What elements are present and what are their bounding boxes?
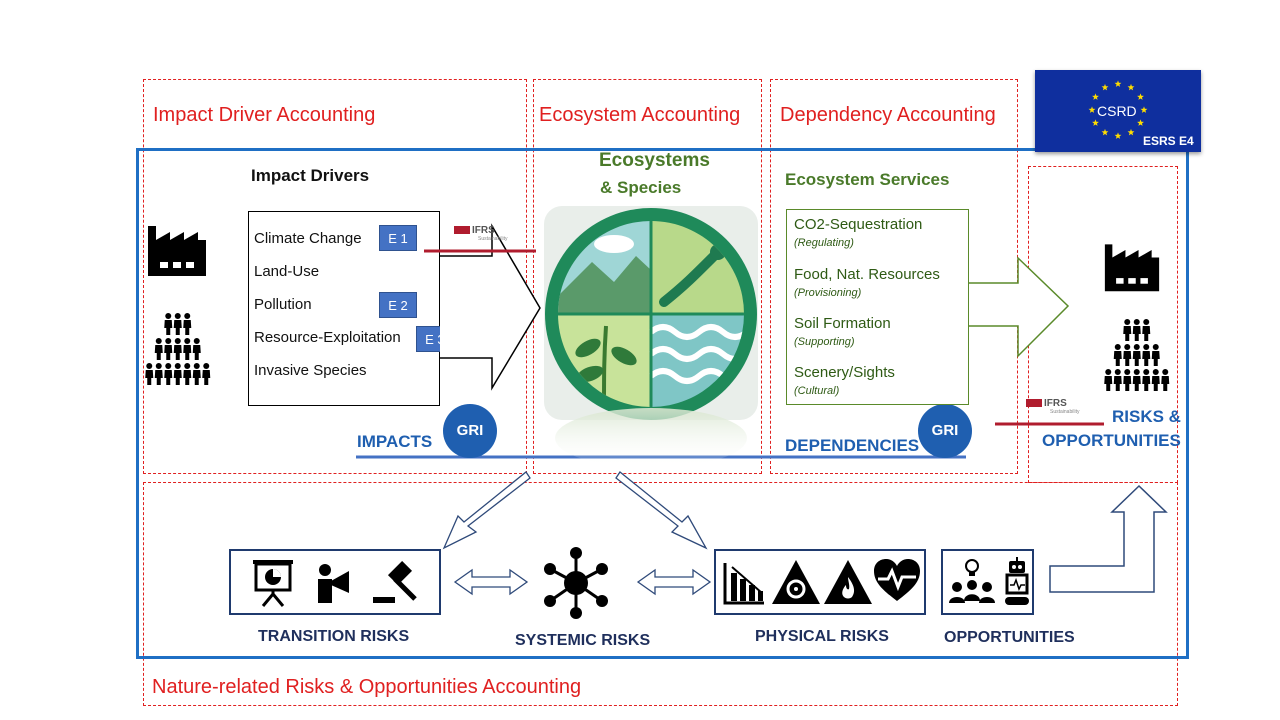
systemic-risks-label: SYSTEMIC RISKS bbox=[515, 632, 651, 649]
physical-risks-label: PHYSICAL RISKS bbox=[755, 628, 889, 645]
service-cultural: (Cultural) bbox=[794, 385, 840, 397]
e1-badge: E 1 bbox=[379, 225, 417, 251]
presentation-icon bbox=[253, 560, 293, 607]
transition-risks-box bbox=[229, 549, 441, 615]
megaphone-icon bbox=[318, 564, 349, 603]
opportunities-label: OPPORTUNITIES bbox=[944, 629, 1075, 646]
dependencies-label: DEPENDENCIES bbox=[785, 436, 920, 455]
ifrs-label-left: IFRS bbox=[472, 225, 495, 236]
service-co2-sequestration: CO2-Sequestration bbox=[794, 216, 923, 233]
eu-stars-icon bbox=[1088, 80, 1148, 139]
physical-risks-box bbox=[714, 549, 926, 615]
ecosystems-title-line1: Ecosystems bbox=[599, 150, 710, 171]
driver-resource-exploitation: Resource-Exploitation bbox=[254, 329, 401, 346]
opportunities-box bbox=[941, 549, 1034, 615]
driver-climate-change: Climate Change bbox=[254, 230, 362, 247]
ifrs-logo-left: IFRS Sustainability bbox=[454, 225, 507, 242]
gri-badge-dependencies: GRI bbox=[918, 404, 972, 458]
fire-warning-icon bbox=[824, 560, 872, 604]
esrs-label: ESRS E4 bbox=[1143, 134, 1194, 148]
driver-invasive-species: Invasive Species bbox=[254, 362, 367, 379]
impacts-label: IMPACTS bbox=[357, 432, 433, 451]
service-provisioning: (Provisioning) bbox=[794, 287, 862, 299]
driver-land-use: Land-Use bbox=[254, 263, 320, 280]
ecosystem-services-title: Ecosystem Services bbox=[785, 170, 950, 189]
csrd-badge: CSRD ESRS E4 bbox=[1035, 70, 1201, 152]
risks-label-line1: RISKS & bbox=[1112, 407, 1181, 426]
biohazard-icon bbox=[772, 560, 820, 604]
e3-e5-badge: E 3 + E 5 bbox=[416, 326, 488, 352]
ifrs-logo-right: IFRS Sustainability bbox=[1026, 398, 1079, 415]
dependency-title: Dependency Accounting bbox=[780, 104, 996, 126]
transition-risks-label: TRANSITION RISKS bbox=[258, 628, 410, 645]
people-pyramid-icon bbox=[145, 313, 211, 385]
e2-badge: E 2 bbox=[379, 292, 417, 318]
robot-icon bbox=[1005, 557, 1029, 605]
service-supporting: (Supporting) bbox=[794, 336, 855, 348]
gri-badge-impacts: GRI bbox=[443, 404, 497, 458]
service-regulating: (Regulating) bbox=[794, 237, 854, 249]
service-food-resources: Food, Nat. Resources bbox=[794, 266, 940, 283]
csrd-label: CSRD bbox=[1097, 103, 1137, 119]
ifrs-label-right: IFRS bbox=[1044, 398, 1067, 409]
heartbeat-icon bbox=[874, 559, 920, 601]
ecosystem-emblem bbox=[544, 206, 758, 468]
ecosystem-title: Ecosystem Accounting bbox=[539, 104, 741, 126]
ifrs-sub-left: Sustainability bbox=[478, 236, 508, 242]
network-hub-icon bbox=[544, 547, 608, 619]
service-soil-formation: Soil Formation bbox=[794, 315, 891, 332]
risks-label-line2: OPPORTUNITIES bbox=[1042, 431, 1181, 450]
ifrs-sub-right: Sustainability bbox=[1050, 409, 1080, 415]
people-pyramid-icon bbox=[1104, 319, 1170, 391]
factory-icon bbox=[1104, 244, 1160, 292]
service-scenery-sights: Scenery/Sights bbox=[794, 364, 895, 381]
ecosystems-title-line2: & Species bbox=[600, 178, 682, 197]
ideas-team-icon bbox=[949, 559, 995, 603]
driver-pollution: Pollution bbox=[254, 296, 312, 313]
ecosystem-services-box bbox=[786, 209, 969, 405]
impact-driver-title: Impact Driver Accounting bbox=[153, 104, 376, 126]
factory-icon bbox=[148, 226, 206, 276]
nature-related-title: Nature-related Risks & Opportunities Acc… bbox=[152, 676, 582, 698]
gavel-icon bbox=[373, 561, 417, 603]
declining-chart-icon bbox=[723, 563, 764, 605]
scope-frame bbox=[136, 148, 1189, 659]
impact-drivers-title: Impact Drivers bbox=[251, 166, 370, 185]
